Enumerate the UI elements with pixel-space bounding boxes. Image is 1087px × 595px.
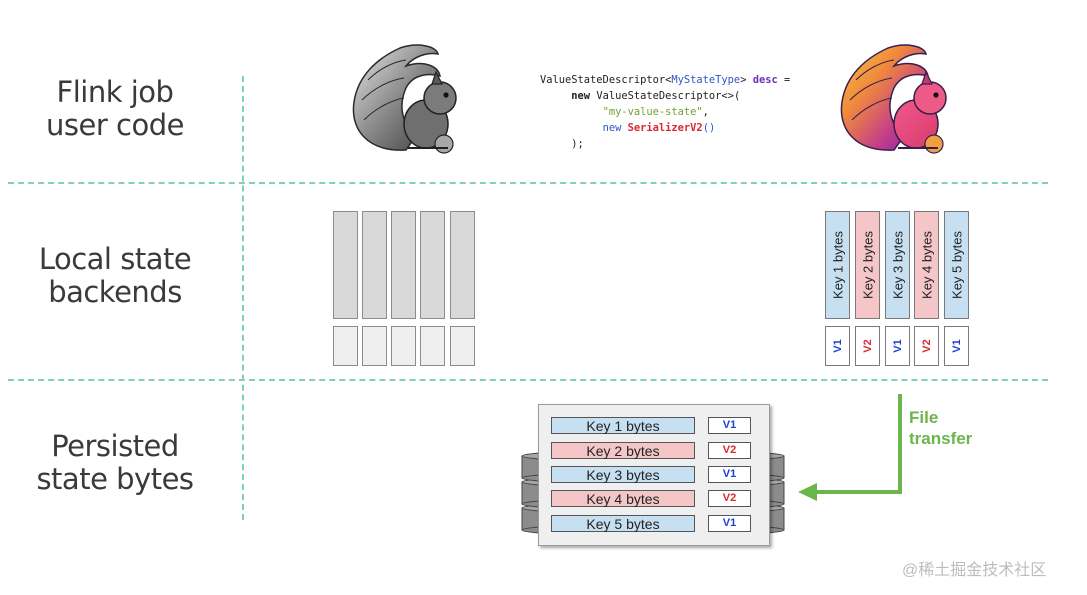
key-label: Key 3 bytes xyxy=(890,231,905,299)
persisted-version: V1 xyxy=(708,515,751,532)
key-column: Key 1 bytes xyxy=(825,211,850,319)
code-token: () xyxy=(702,122,716,134)
code-token: ValueStateDescriptor<>( xyxy=(590,90,741,102)
flink-squirrel-color-icon xyxy=(840,44,947,154)
key-label: Key 4 bytes xyxy=(919,231,934,299)
file-transfer-label: File transfer xyxy=(909,407,972,449)
label-line: File xyxy=(909,408,939,427)
gray-key-column xyxy=(420,211,445,319)
gray-key-column xyxy=(391,211,416,319)
persisted-version: V1 xyxy=(708,417,751,434)
gray-value-cell xyxy=(333,326,358,366)
label-line: transfer xyxy=(909,429,973,448)
persisted-version: V2 xyxy=(708,490,751,507)
key-column: Key 2 bytes xyxy=(855,211,880,319)
row-label-local-state: Local state backends xyxy=(0,243,230,309)
code-token: new xyxy=(571,90,591,102)
code-token: ); xyxy=(571,138,584,150)
gray-value-cell xyxy=(450,326,475,366)
persisted-key-row: Key 2 bytes xyxy=(551,442,695,459)
persisted-version: V2 xyxy=(708,442,751,459)
persisted-key-row: Key 1 bytes xyxy=(551,417,695,434)
row-divider-2 xyxy=(8,379,1048,381)
code-token: , xyxy=(702,106,709,118)
persisted-key-row: Key 5 bytes xyxy=(551,515,695,532)
version-cell: V1 xyxy=(885,326,910,366)
code-token: desc xyxy=(752,74,778,86)
version-cell: V1 xyxy=(825,326,850,366)
code-token: MyStateType xyxy=(671,74,741,86)
code-token: ValueStateDescriptor< xyxy=(540,74,672,86)
version-cell: V1 xyxy=(944,326,969,366)
flink-squirrel-gray-icon xyxy=(352,44,457,154)
row-label-persisted: Persisted state bytes xyxy=(0,430,230,496)
version-cell: V2 xyxy=(855,326,880,366)
gray-value-cell xyxy=(362,326,387,366)
code-token: "my-value-state" xyxy=(602,106,703,118)
row-divider-1 xyxy=(8,182,1048,184)
gray-key-column xyxy=(450,211,475,319)
code-snippet: ValueStateDescriptor<MyStateType> desc =… xyxy=(540,72,790,152)
persisted-version: V1 xyxy=(708,466,751,483)
persisted-state-panel: Key 1 bytes V1 Key 2 bytes V2 Key 3 byte… xyxy=(538,404,770,546)
gray-key-column xyxy=(333,211,358,319)
label-line: Flink job xyxy=(56,75,174,109)
persisted-key-row: Key 3 bytes xyxy=(551,466,695,483)
key-column: Key 5 bytes xyxy=(944,211,969,319)
code-token: new xyxy=(602,122,622,134)
code-token: > xyxy=(740,74,753,86)
column-divider xyxy=(242,76,244,520)
version-label: V1 xyxy=(831,339,844,353)
gray-value-cell xyxy=(391,326,416,366)
label-line: Persisted xyxy=(51,429,179,463)
version-cell: V2 xyxy=(914,326,939,366)
label-line: backends xyxy=(48,275,182,309)
code-token: SerializerV2 xyxy=(627,122,703,134)
label-line: user code xyxy=(46,108,184,142)
key-label: Key 2 bytes xyxy=(860,231,875,299)
watermark: @稀土掘金技术社区 xyxy=(902,562,1047,579)
key-column: Key 4 bytes xyxy=(914,211,939,319)
persisted-key-row: Key 4 bytes xyxy=(551,490,695,507)
arrow-left-icon xyxy=(798,394,902,501)
key-label: Key 1 bytes xyxy=(830,231,845,299)
code-token: = xyxy=(777,74,791,86)
version-label: V2 xyxy=(861,339,874,353)
key-column: Key 3 bytes xyxy=(885,211,910,319)
version-label: V1 xyxy=(891,339,904,353)
gray-value-cell xyxy=(420,326,445,366)
key-label: Key 5 bytes xyxy=(949,231,964,299)
version-label: V1 xyxy=(950,339,963,353)
row-label-user-code: Flink job user code xyxy=(0,76,230,142)
version-label: V2 xyxy=(920,339,933,353)
label-line: state bytes xyxy=(36,462,194,496)
gray-key-column xyxy=(362,211,387,319)
label-line: Local state xyxy=(38,242,192,276)
